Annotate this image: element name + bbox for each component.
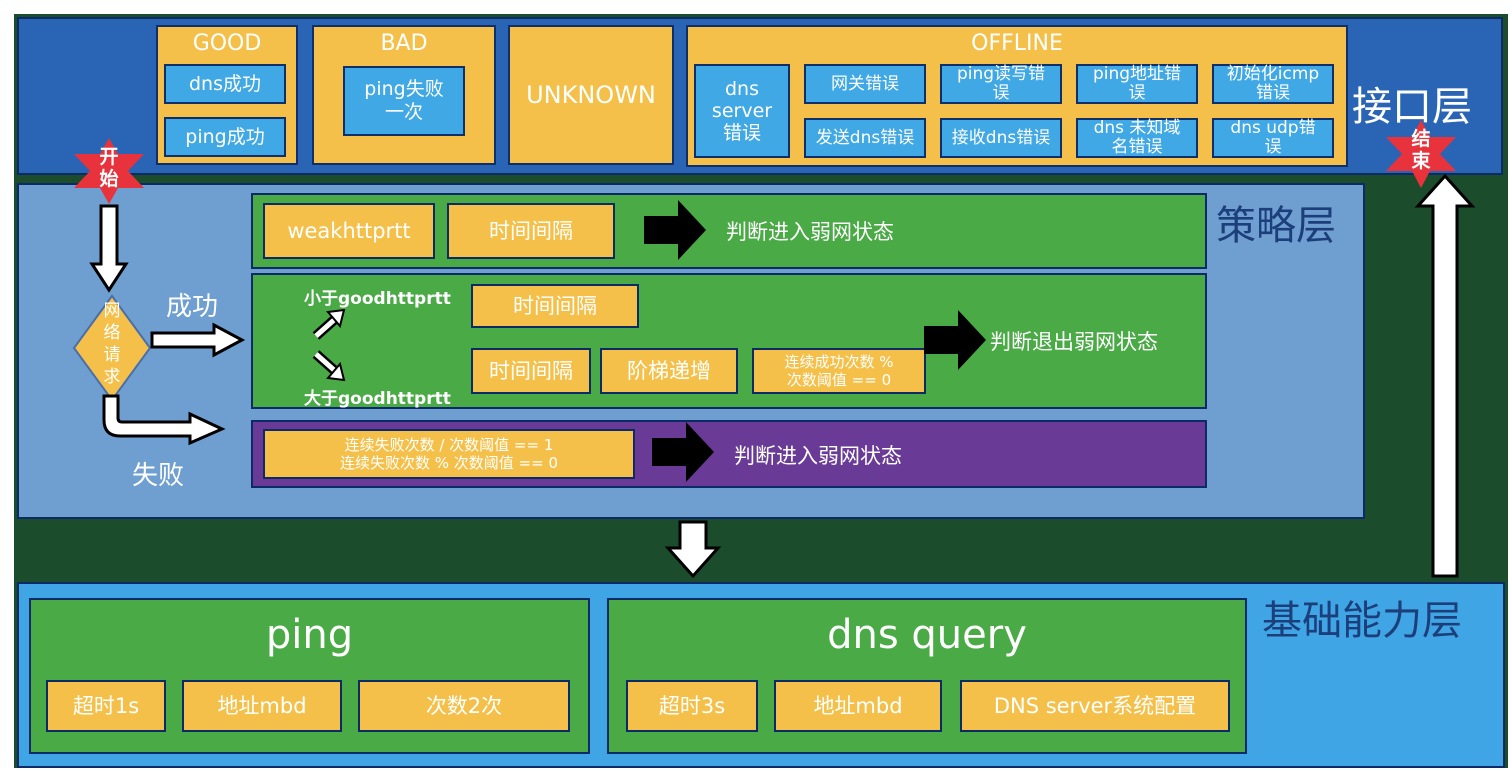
dns-success-box: dns成功 (164, 64, 286, 104)
down-arrow-to-request-icon (89, 204, 129, 293)
up-arrow-to-end-icon (1414, 173, 1476, 578)
good-title: GOOD (192, 31, 262, 56)
ping-count-box: 次数2次 (358, 680, 570, 732)
step-increase-box: 阶梯递增 (600, 348, 738, 394)
up-diagonal-arrow-icon (312, 308, 346, 340)
greater-than-good-label: 大于goodhttprtt (304, 389, 451, 409)
ping-title: ping (265, 612, 354, 658)
down-diagonal-arrow-icon (312, 350, 346, 382)
row2-result: 判断退出弱网状态 (990, 330, 1158, 354)
strategy-to-base-arrow-icon (664, 520, 722, 579)
dns-title: dns query (827, 612, 1027, 658)
interval-box-row2-bottom: 时间间隔 (471, 348, 591, 394)
ping-addr-error-box: ping地址错 误 (1076, 64, 1198, 104)
dns-send-error-box: 发送dns错误 (804, 118, 926, 158)
dns-recv-error-box: 接收dns错误 (940, 118, 1062, 158)
fail-arrow-icon (102, 394, 226, 446)
success-arrow-icon (150, 322, 246, 358)
strategy-layer-label: 策略层 (1216, 203, 1336, 249)
offline-title: OFFLINE (971, 31, 1063, 56)
interval-box-row2-top: 时间间隔 (471, 284, 639, 328)
weakhttprtt-box: weakhttprtt (263, 203, 435, 259)
success-label: 成功 (166, 292, 219, 322)
bad-group: BAD (312, 25, 496, 165)
ping-timeout-box: 超时1s (46, 680, 166, 732)
unknown-group: UNKNOWN (508, 25, 674, 165)
fail-label: 失败 (132, 461, 185, 491)
ping-success-box: ping成功 (164, 117, 286, 157)
start-star-icon (74, 138, 144, 204)
gateway-error-box: 网关错误 (804, 64, 926, 104)
row1-result: 判断进入弱网状态 (726, 220, 894, 244)
success-condition-box: 连续成功次数 % 次数阈值 == 0 (752, 348, 926, 394)
ping-address-box: 地址mbd (182, 680, 342, 732)
row2-arrow-icon (924, 310, 986, 370)
end-star-icon (1386, 120, 1456, 188)
dns-udp-error-box: dns udp错 误 (1212, 118, 1334, 158)
dns-server-error-box: dns server 错误 (694, 64, 790, 158)
end-label: 结 束 (1411, 128, 1431, 172)
bad-title: BAD (380, 31, 428, 56)
unknown-title: UNKNOWN (526, 81, 656, 109)
dns-timeout-box: 超时3s (626, 680, 758, 732)
row3-arrow-icon (652, 422, 714, 482)
less-than-good-label: 小于goodhttprtt (304, 289, 451, 309)
dns-address-box: 地址mbd (774, 680, 942, 732)
base-layer-label: 基础能力层 (1262, 598, 1462, 644)
row1-arrow-icon (644, 200, 706, 260)
request-label: 网 络 请 求 (103, 301, 121, 387)
fail-condition-box: 连续失败次数 / 次数阈值 == 1 连续失败次数 % 次数阈值 == 0 (263, 429, 635, 479)
icmp-init-error-box: 初始化icmp 错误 (1212, 64, 1334, 104)
interface-layer-label: 接口层 (1352, 84, 1472, 130)
dns-server-config-box: DNS server系统配置 (960, 680, 1230, 732)
dns-unknown-domain-error-box: dns 未知域 名错误 (1076, 118, 1198, 158)
row3-result: 判断进入弱网状态 (734, 444, 902, 468)
ping-fail-once-box: ping失败 一次 (343, 66, 465, 136)
ping-rw-error-box: ping读写错 误 (940, 64, 1062, 104)
interval-box-row1: 时间间隔 (447, 203, 615, 259)
start-label: 开 始 (99, 146, 119, 190)
